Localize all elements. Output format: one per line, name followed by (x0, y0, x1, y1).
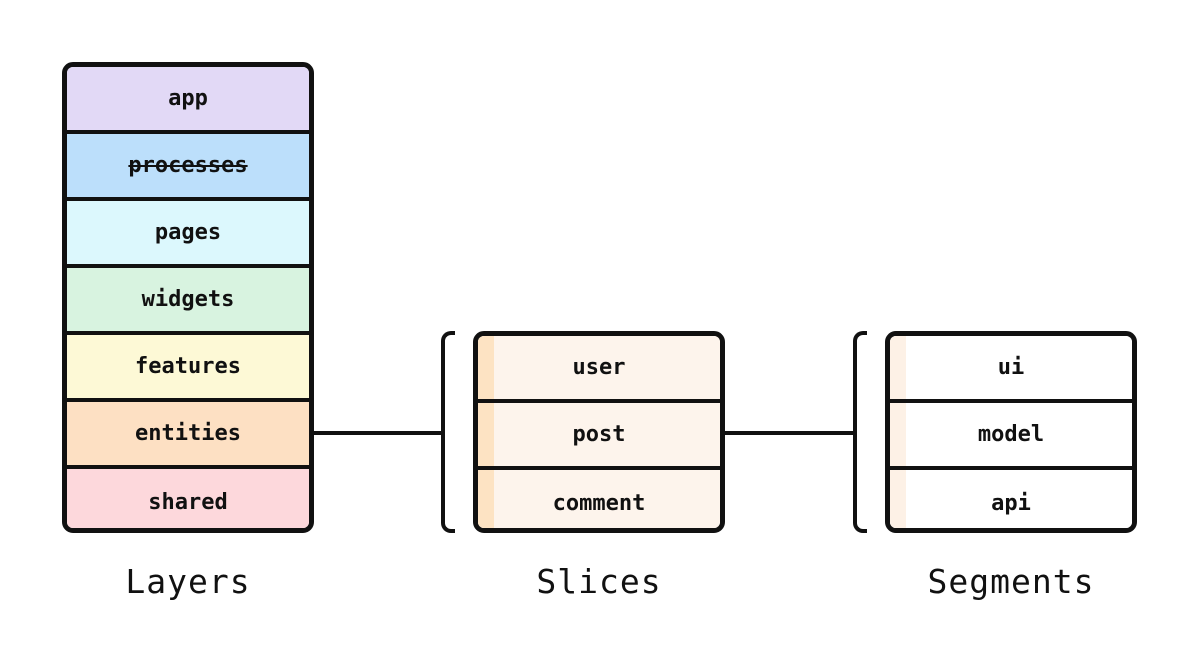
layer-label: widgets (141, 287, 235, 312)
slices-bracket (441, 331, 455, 533)
layer-features: features (67, 335, 309, 402)
slice-comment: comment (478, 470, 720, 528)
segment-label: model (977, 422, 1045, 447)
layer-pages: pages (67, 201, 309, 268)
segment-model: model (890, 403, 1132, 470)
layer-label: entities (135, 421, 241, 446)
slices-stack: user post comment (473, 331, 725, 533)
segments-caption: Segments (927, 562, 1095, 601)
slice-label: post (572, 422, 626, 447)
segment-api: api (890, 470, 1132, 528)
slices-caption: Slices (536, 562, 662, 601)
layer-entities: entities (67, 402, 309, 469)
slice-user: user (478, 336, 720, 403)
layers-to-slices-connector (314, 431, 444, 435)
slice-label: comment (552, 491, 646, 516)
slice-post: post (478, 403, 720, 470)
layer-app: app (67, 67, 309, 134)
layers-caption: Layers (125, 562, 251, 601)
layer-widgets: widgets (67, 268, 309, 335)
slice-label: user (572, 355, 626, 380)
layer-processes: processes (67, 134, 309, 201)
layer-label: features (135, 354, 241, 379)
layer-label: pages (154, 220, 222, 245)
segments-bracket (853, 331, 867, 533)
layers-stack: app processes pages widgets features ent… (62, 62, 314, 533)
segments-stack: ui model api (885, 331, 1137, 533)
slices-to-segments-connector (725, 431, 855, 435)
layer-label: shared (148, 490, 228, 515)
layer-shared: shared (67, 469, 309, 528)
segment-ui: ui (890, 336, 1132, 403)
segment-label: ui (997, 355, 1025, 380)
segment-label: api (991, 491, 1031, 516)
layer-label: app (168, 86, 208, 111)
layer-label: processes (128, 153, 248, 178)
